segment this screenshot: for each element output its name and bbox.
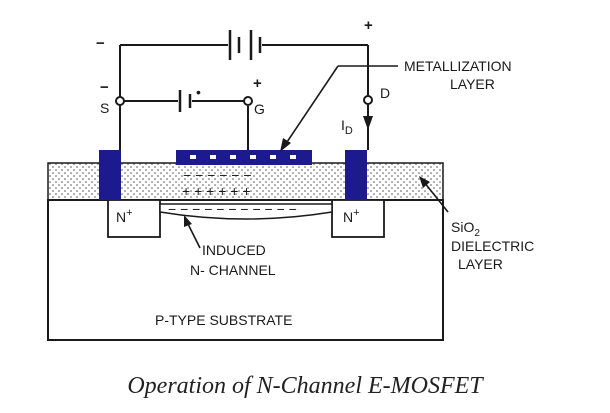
sio2-pointer [423, 181, 449, 213]
metallization-pointer [284, 65, 398, 146]
n-plus-drain-region [331, 199, 385, 238]
oxide-positive-charges: + + + + + + [182, 183, 251, 199]
source-label: S [100, 100, 109, 116]
sio2-pointer-arrowhead [419, 176, 430, 188]
sio2-label: SiO2 [451, 219, 480, 239]
source-contact [99, 150, 121, 200]
gate-metal [176, 150, 312, 165]
induced-channel [159, 203, 333, 220]
induced-label-line1: INDUCED [202, 242, 266, 258]
drain-current-label: ID [341, 117, 353, 137]
source-minus: − [100, 79, 109, 96]
n-plus-source-region [107, 199, 161, 238]
oxide-negative-charges: − − − − − − [183, 167, 252, 183]
gate-battery-dot: • [196, 84, 201, 100]
gate-terminal-node [243, 96, 253, 106]
dielectric-label-line1: DIELECTRIC [451, 238, 534, 254]
source-terminal-node [115, 96, 125, 106]
drain-label: D [380, 85, 390, 101]
drain-terminal-node [363, 95, 373, 105]
metallization-pointer-arrowhead [280, 138, 291, 152]
circuit-wires [119, 44, 369, 150]
drain-battery-minus: − [96, 35, 105, 52]
drain-battery-icon [228, 30, 262, 60]
induced-channel-pointer-arrowhead [184, 215, 192, 227]
gate-label: G [254, 101, 265, 117]
drain-current-arrow [363, 116, 373, 130]
gate-battery-icon [178, 90, 192, 112]
metallization-label-line1: METALLIZATION [404, 58, 512, 74]
n-plus-source-label: N+ [116, 207, 133, 225]
dielectric-label-line2: LAYER [458, 256, 503, 272]
induced-label-line2: N- CHANNEL [190, 262, 276, 278]
drain-battery-plus: + [364, 17, 373, 34]
drain-contact [345, 150, 367, 200]
n-plus-drain-label: N+ [343, 207, 360, 225]
channel-electrons: − − − − − − − − − − − [168, 201, 297, 217]
gate-charge-dots [190, 155, 296, 159]
figure-caption: Operation of N-Channel E-MOSFET [127, 373, 484, 399]
substrate-label: P-TYPE SUBSTRATE [155, 312, 292, 328]
induced-channel-pointer [186, 221, 201, 249]
gate-plus: + [253, 75, 262, 92]
metallization-label-line2: LAYER [450, 76, 495, 92]
